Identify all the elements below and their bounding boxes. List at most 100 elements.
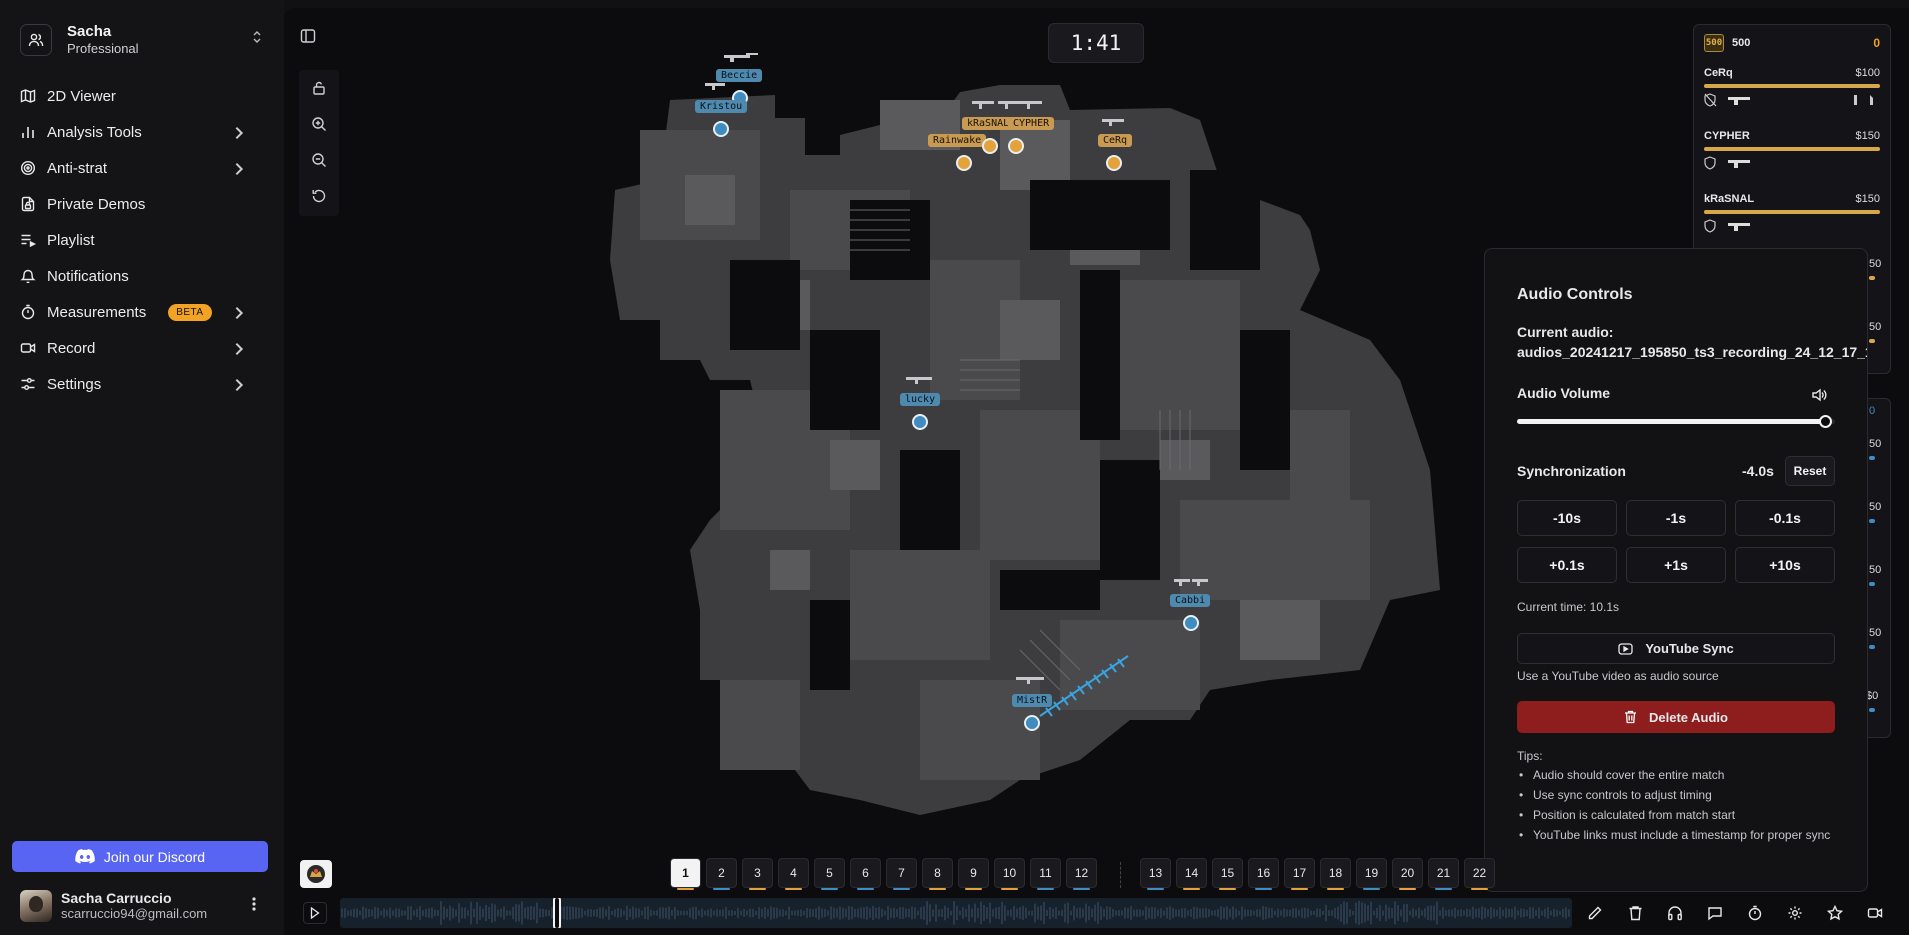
sync-minus-0-1s-button[interactable]: -0.1s [1735,500,1835,536]
more-vertical-icon[interactable] [252,896,256,917]
round-number: 2 [718,866,725,880]
sync-minus-10s-button[interactable]: -10s [1517,500,1617,536]
sidebar-item-measurements[interactable]: Measurements BETA [12,294,268,330]
player-dot [1024,715,1040,731]
round-winner-indicator [785,888,802,890]
gear-icon[interactable] [1783,902,1807,924]
timeline-scrubber[interactable] [553,898,561,928]
round-button[interactable]: 6 [850,858,881,890]
video-camera-icon[interactable] [1863,902,1887,924]
target-icon [20,160,36,176]
zoom-out-icon[interactable] [311,152,327,168]
profile-name: Sacha Carruccio [61,890,172,906]
sidebar-item-notifications[interactable]: Notifications [12,258,268,294]
round-button[interactable]: 1 [670,858,701,890]
stopwatch-icon[interactable] [1743,902,1767,924]
round-button[interactable]: 14 [1176,858,1207,890]
round-winner-indicator [1255,888,1272,890]
lock-open-icon[interactable] [311,80,327,96]
delete-audio-button[interactable]: Delete Audio [1517,701,1835,733]
volume-icon[interactable] [1811,387,1827,408]
round-number: 1 [682,866,689,880]
chevron-right-icon [235,378,244,392]
sidebar-item-record[interactable]: Record [12,330,268,366]
round-button[interactable]: 2 [706,858,737,890]
round-button[interactable]: 4 [778,858,809,890]
sidebar-item-private-demos[interactable]: Private Demos [12,186,268,222]
round-button[interactable]: 7 [886,858,917,890]
rifle-icon [972,101,1042,109]
account-menu[interactable]: Sacha Carruccio scarruccio94@gmail.com [12,886,268,926]
round-button[interactable]: 20 [1392,858,1423,890]
sync-minus-1s-button[interactable]: -1s [1626,500,1726,536]
round-button[interactable]: 9 [958,858,989,890]
halftime-separator [1120,862,1121,888]
round-button[interactable]: 12 [1066,858,1097,890]
volume-slider-thumb[interactable] [1819,415,1833,428]
message-square-icon[interactable] [1703,902,1727,924]
play-button[interactable] [303,902,327,924]
scoreboard-player-row[interactable]: kRaSNAL $150 [1694,187,1890,250]
round-button[interactable]: 16 [1248,858,1279,890]
round-button[interactable]: 10 [994,858,1025,890]
round-button[interactable]: 13 [1140,858,1171,890]
round-number: 14 [1184,866,1199,880]
scoreboard-player-name: kRaSNAL [1704,193,1755,205]
trash-icon[interactable] [1623,902,1647,924]
sidebar-item-2d-viewer[interactable]: 2D Viewer [12,78,268,114]
tip-item: Audio should cover the entire match [1517,768,1837,783]
audio-waveform [341,901,1570,925]
sidebar-toggle-icon[interactable] [300,28,316,49]
synchronization-label: Synchronization [1517,463,1626,479]
player-name-label: MistR [1012,694,1053,707]
sync-plus-1s-button[interactable]: +1s [1626,547,1726,583]
sync-reset-button[interactable]: Reset [1785,456,1835,486]
team-logo-button[interactable] [300,860,332,888]
round-number: 15 [1220,866,1235,880]
round-button[interactable]: 18 [1320,858,1351,890]
sidebar-item-label: 2D Viewer [47,87,116,105]
health-bar [1704,210,1880,214]
scoreboard-player-money: $150 [1855,193,1880,205]
workspace-user-name: Sacha [67,23,112,40]
headphones-icon[interactable] [1663,902,1687,924]
round-number: 10 [1002,866,1017,880]
round-button[interactable]: 17 [1284,858,1315,890]
join-discord-button[interactable]: Join our Discord [12,841,268,872]
volume-slider[interactable] [1517,415,1835,428]
sidebar: Sacha Professional 2D Viewer Analysis To… [0,0,284,935]
round-button[interactable]: 11 [1030,858,1061,890]
player-dot [1106,155,1122,171]
workspace-switcher[interactable]: Sacha Professional [12,16,268,64]
sidebar-item-anti-strat[interactable]: Anti-strat [12,150,268,186]
reset-view-icon[interactable] [311,188,327,204]
round-button[interactable]: 21 [1428,858,1459,890]
sync-plus-0-1s-button[interactable]: +0.1s [1517,547,1617,583]
round-button[interactable]: 19 [1356,858,1387,890]
armor-and-weapon-icons [1704,219,1750,233]
scoreboard-player-row[interactable]: CYPHER $150 [1694,124,1890,187]
round-button[interactable]: 8 [922,858,953,890]
round-button[interactable]: 22 [1464,858,1495,890]
sidebar-item-label: Analysis Tools [47,123,142,141]
scoreboard-player-row[interactable]: CeRq $100 [1694,61,1890,124]
round-number: 6 [862,866,869,880]
sidebar-item-label: Settings [47,375,102,393]
partial-money: $0 [1866,690,1879,702]
sidebar-item-playlist[interactable]: Playlist [12,222,268,258]
round-button[interactable]: 3 [742,858,773,890]
sidebar-item-settings[interactable]: Settings [12,366,268,402]
player-name-label: CeRq [1098,134,1133,147]
sidebar-item-analysis-tools[interactable]: Analysis Tools [12,114,268,150]
zoom-in-icon[interactable] [311,116,327,132]
radar-map[interactable] [600,80,1470,830]
playback-timeline[interactable] [340,898,1572,928]
youtube-sync-button[interactable]: YouTube Sync [1517,633,1835,664]
round-button[interactable]: 15 [1212,858,1243,890]
sync-plus-10s-button[interactable]: +10s [1735,547,1835,583]
round-button[interactable]: 5 [814,858,845,890]
discord-icon [75,849,95,864]
round-winner-indicator [749,888,766,890]
star-icon[interactable] [1823,902,1847,924]
pencil-icon[interactable] [1583,902,1607,924]
